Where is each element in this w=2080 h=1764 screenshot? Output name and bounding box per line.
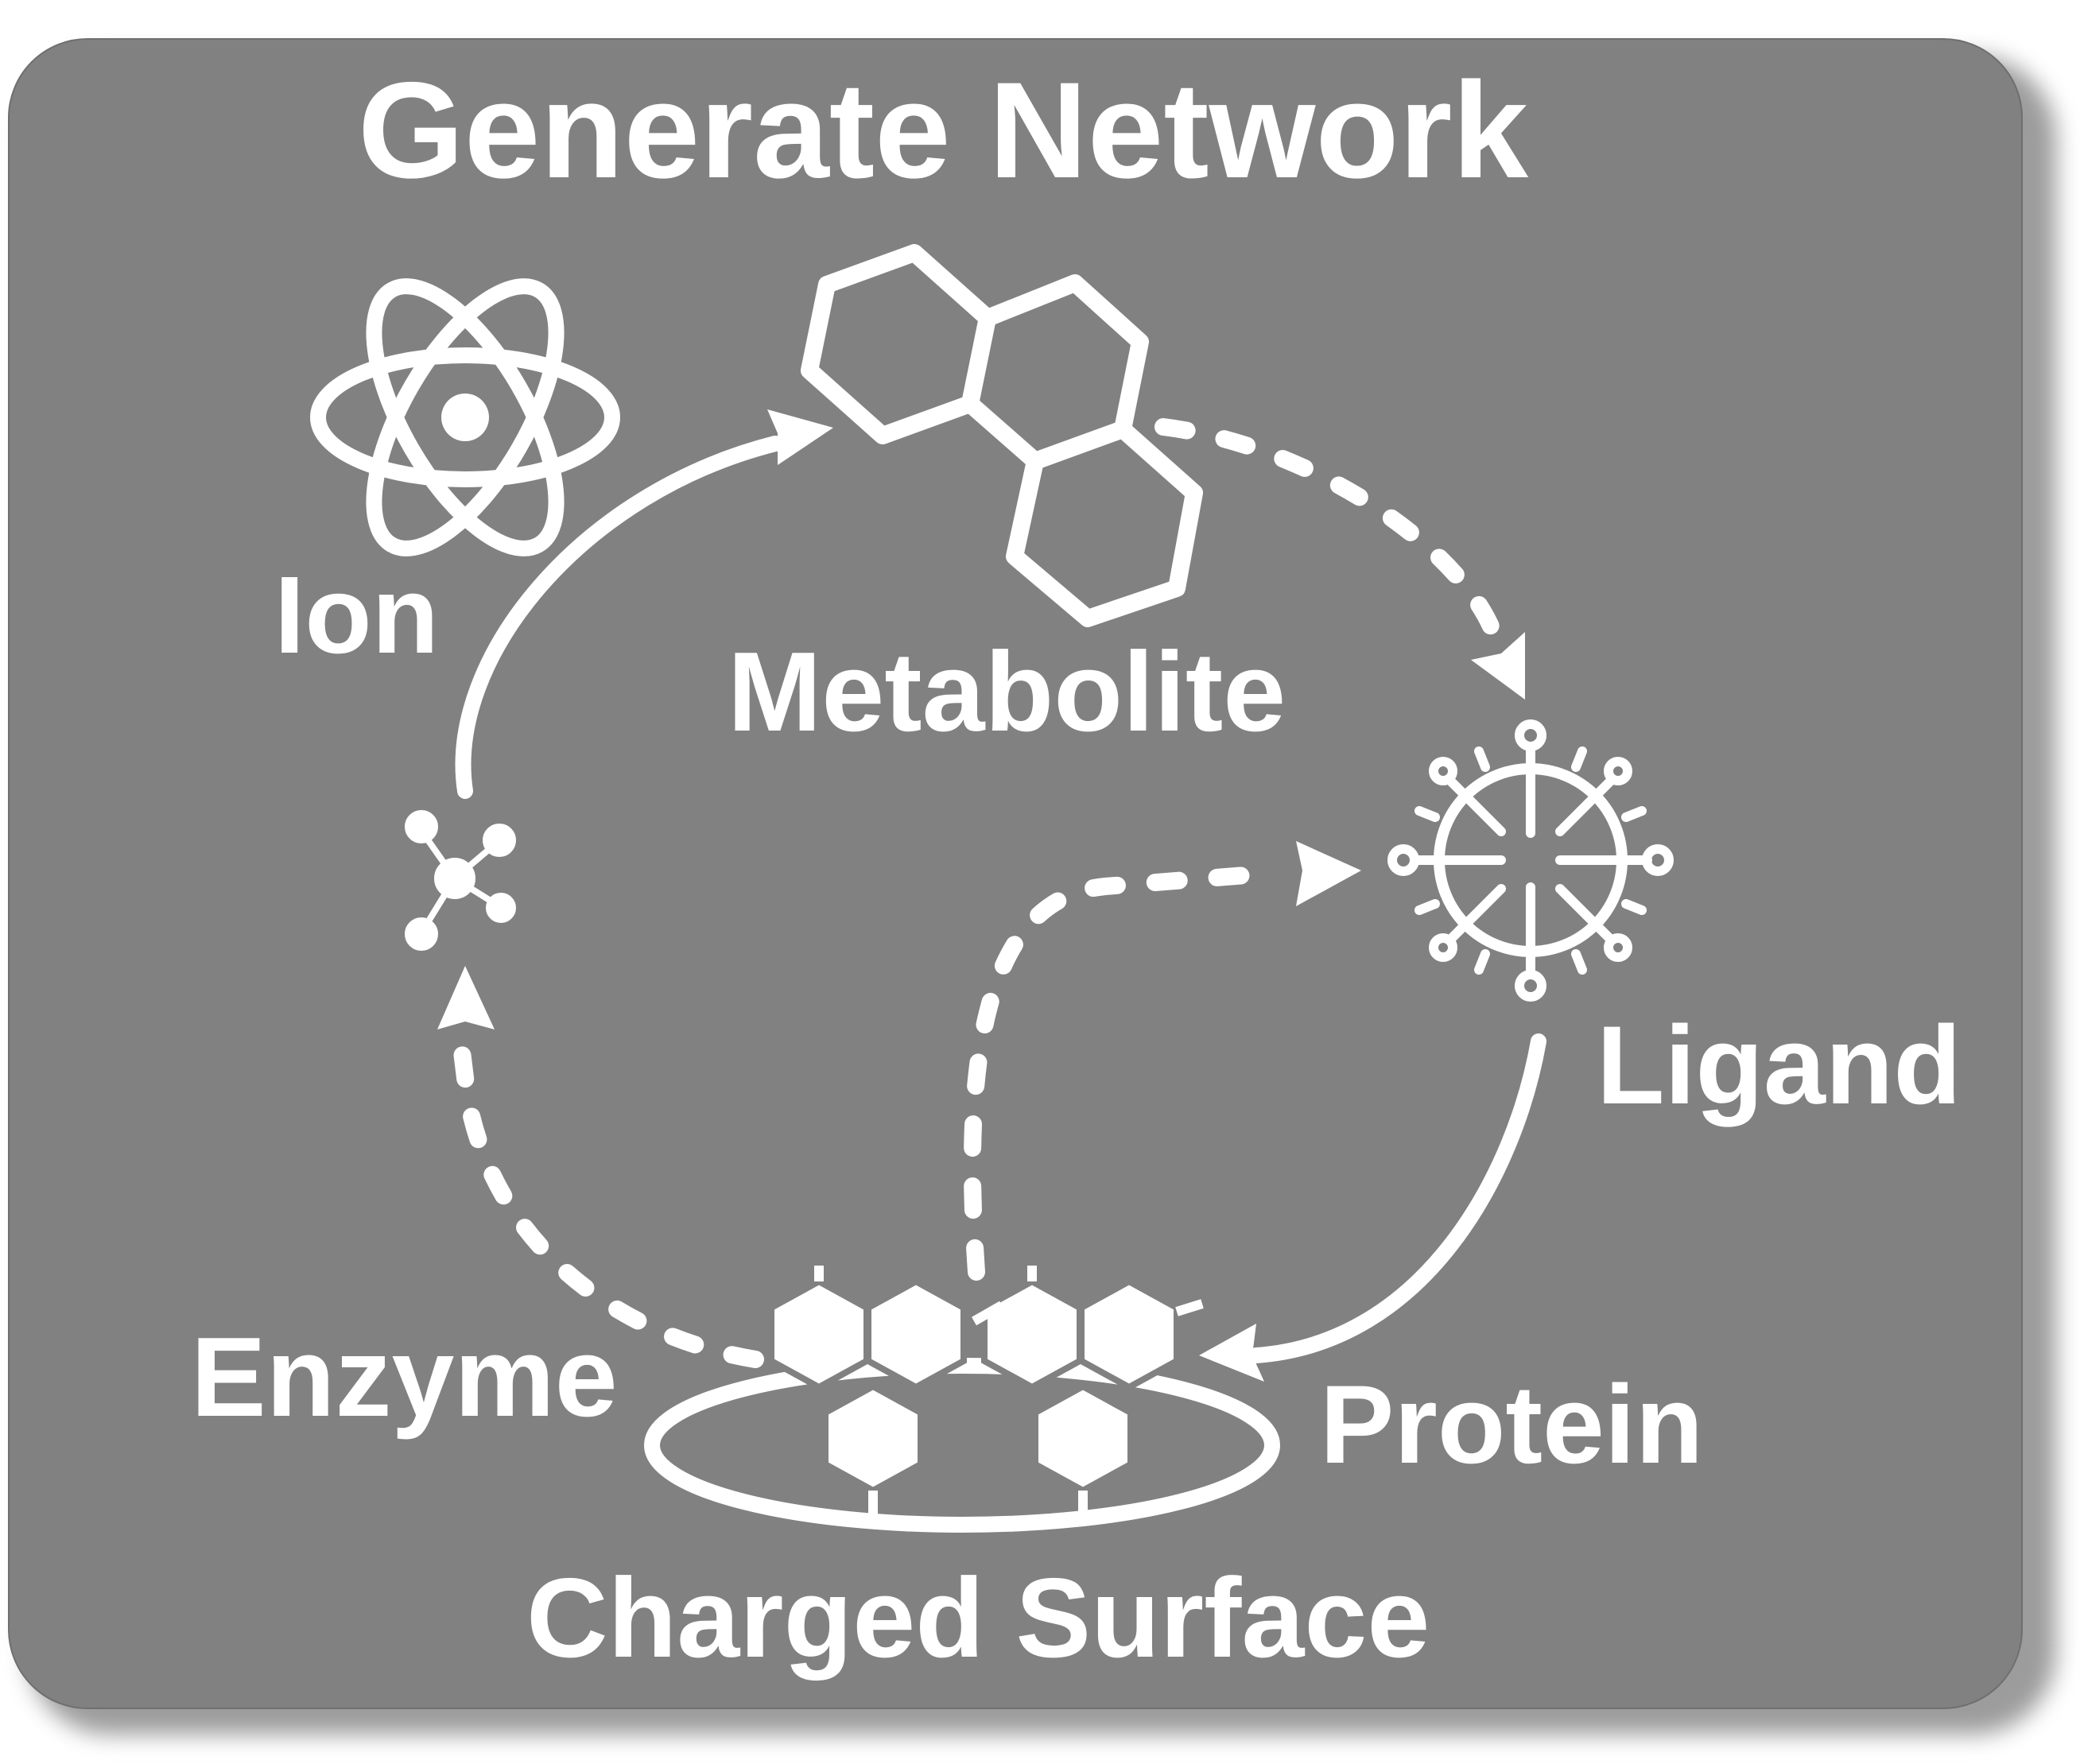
arrow-enzyme-to-molecule (437, 966, 764, 1368)
virus-ligand-icon (1387, 719, 1674, 1002)
arrow-surface-to-ligand (964, 841, 1361, 1281)
arrow-metabolite-to-ligand (1154, 418, 1525, 700)
node-label-ion: Ion (274, 554, 439, 677)
node-label-charged-surface: Charged Surface (526, 1555, 1430, 1681)
atom-icon (310, 278, 620, 556)
node-label-ligand: Ligand (1597, 1002, 1962, 1127)
molecule-icon (405, 810, 516, 951)
protein-surface-icon (644, 1266, 1280, 1533)
diagram-panel (8, 38, 2023, 1709)
hexagon-ring-icon (801, 244, 1203, 627)
node-label-enzyme: Enzyme (191, 1314, 618, 1440)
node-label-protein: Protein (1320, 1362, 1704, 1487)
node-label-metabolite: Metabolite (728, 629, 1286, 755)
arrow-ion-to-metabolite (455, 409, 833, 799)
diagram-title: Generate Network (358, 54, 1529, 207)
arrow-ligand-to-protein (1199, 1033, 1546, 1382)
